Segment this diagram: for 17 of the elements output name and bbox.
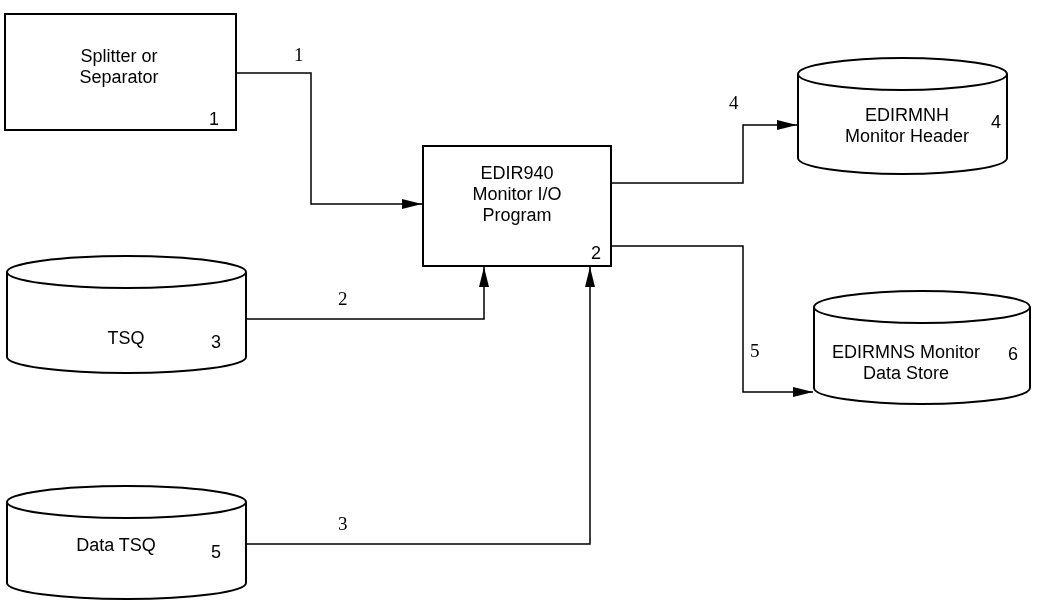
node-title: EDIRMNS Monitor Data Store (831, 342, 981, 384)
node-number: 4 (990, 112, 1002, 133)
arrow (246, 266, 489, 320)
arrow (236, 72, 423, 209)
node-title: EDIRMNH Monitor Header (843, 105, 971, 147)
node-title: TSQ (106, 328, 146, 349)
node-title: Data TSQ (75, 535, 157, 556)
node-number: 6 (1007, 344, 1019, 365)
node-number: 2 (590, 243, 602, 264)
arrow (611, 245, 814, 397)
node-number: 1 (208, 109, 220, 130)
node-number: 3 (210, 332, 222, 353)
node-number: 5 (210, 542, 222, 563)
node-title: EDIR940 Monitor I/O Program (471, 163, 563, 226)
node-title: Splitter or Separator (78, 46, 160, 88)
arrow (611, 120, 798, 184)
arrow (246, 266, 595, 545)
